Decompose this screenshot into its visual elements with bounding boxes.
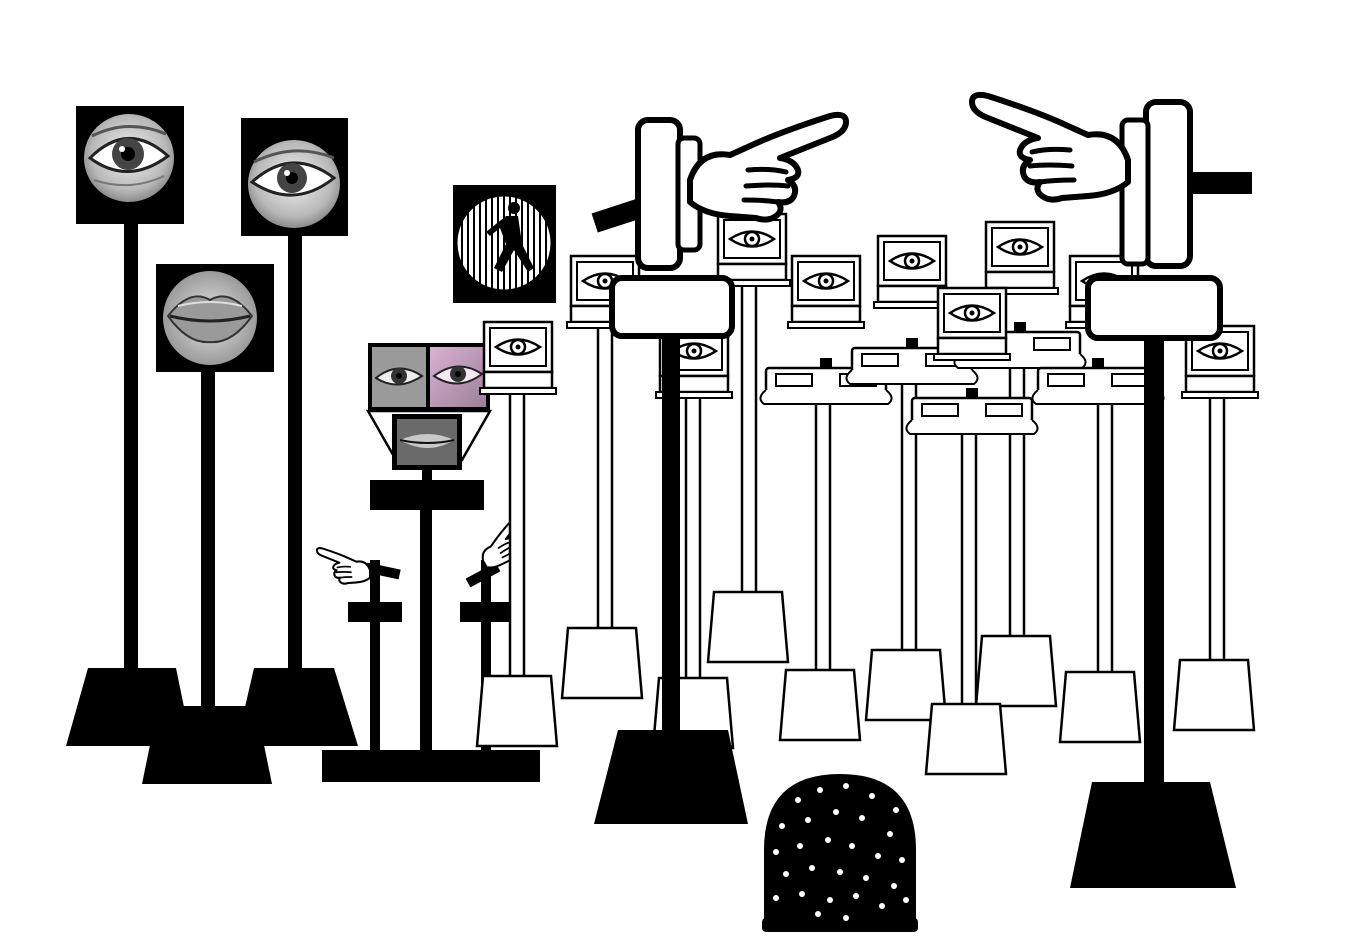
eye-icon bbox=[248, 140, 340, 228]
mouth-icon bbox=[163, 271, 257, 365]
small-hand-stand-right bbox=[460, 514, 537, 752]
dotted-dome-icon bbox=[762, 774, 918, 932]
mouth-icon bbox=[397, 419, 457, 465]
large-hand-pedestal-centre bbox=[591, 115, 846, 824]
monitor-stand bbox=[1031, 254, 1165, 744]
small-hand-stand-left bbox=[315, 547, 402, 752]
monitor-stands bbox=[475, 212, 1260, 776]
running-figure-icon bbox=[486, 202, 534, 272]
eye-icon bbox=[372, 347, 426, 407]
monitor-stand bbox=[845, 234, 979, 722]
monitor-stand bbox=[759, 254, 893, 742]
large-hand-pedestal-right bbox=[972, 95, 1252, 888]
monitor-stand bbox=[706, 212, 792, 664]
eye-pedestal-left bbox=[66, 106, 192, 746]
monitor-stand bbox=[953, 220, 1087, 708]
mouth-pedestal bbox=[142, 264, 274, 784]
monitor-stand bbox=[651, 324, 735, 750]
eye-pedestal-right bbox=[236, 118, 358, 746]
monitor-stand bbox=[475, 320, 559, 748]
pointing-hand-icon bbox=[972, 95, 1128, 200]
eye-icon bbox=[430, 347, 486, 407]
monitor-stand bbox=[1172, 324, 1260, 732]
twin-eye-stand bbox=[322, 343, 540, 782]
monitor-stand bbox=[905, 286, 1039, 776]
eye-icon bbox=[84, 114, 174, 202]
pointing-hand-icon bbox=[315, 547, 372, 585]
running-figure-panel bbox=[453, 185, 556, 303]
monitor-stand bbox=[560, 254, 645, 700]
pointing-hand-icon bbox=[690, 115, 846, 220]
